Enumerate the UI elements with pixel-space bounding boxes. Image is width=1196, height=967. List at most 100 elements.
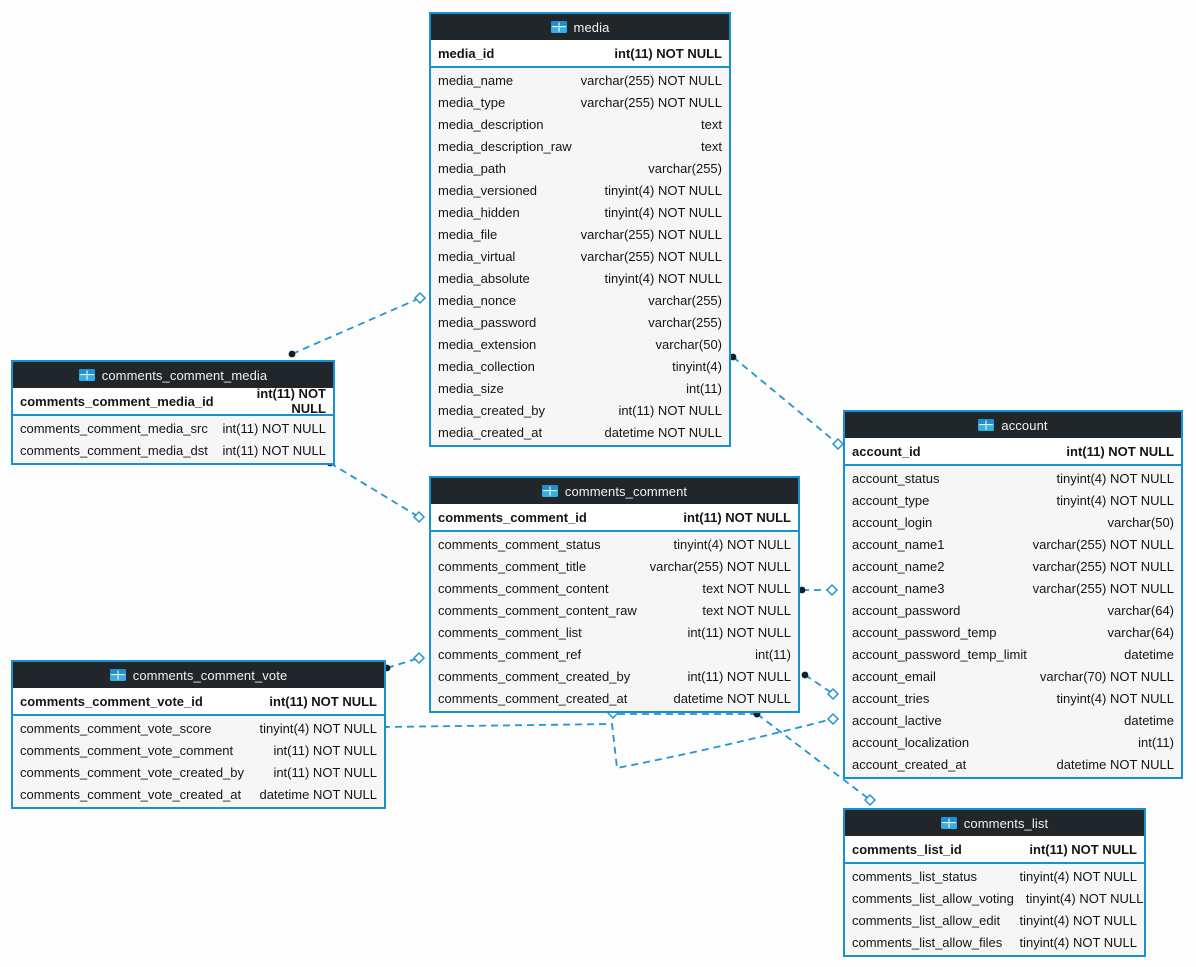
relationship-comment-account-2[interactable]: [801, 671, 840, 701]
column-name: media_id: [438, 45, 495, 61]
column-name: account_password: [852, 602, 961, 618]
column-type: int(11) NOT NULL: [273, 742, 377, 758]
relationship-vote-account[interactable]: [379, 712, 840, 770]
table-header-comments_comment_vote[interactable]: comments_comment_vote: [13, 662, 384, 688]
table-header-comments_comment_media[interactable]: comments_comment_media: [13, 362, 333, 388]
relationship-vote-comment[interactable]: [383, 651, 426, 672]
column-name: account_login: [852, 514, 933, 530]
table-header-media[interactable]: media: [431, 14, 729, 40]
relationship-comment-account[interactable]: [798, 583, 839, 597]
relationship-line[interactable]: [329, 462, 420, 518]
column-type: datetime NOT NULL: [604, 424, 722, 440]
column-type: int(11) NOT NULL: [256, 386, 326, 416]
table-header-comments_list[interactable]: comments_list: [845, 810, 1144, 836]
column-name: media_versioned: [438, 182, 538, 198]
relationship-line[interactable]: [804, 674, 833, 694]
column-name: account_lactive: [852, 712, 942, 728]
column-name: comments_list_status: [852, 868, 977, 884]
table-header-comments_comment[interactable]: comments_comment: [431, 478, 798, 504]
column-name: media_type: [438, 94, 506, 110]
column-row[interactable]: account_lactive datetime: [845, 709, 1181, 731]
column-name: media_created_by: [438, 402, 545, 418]
relationship-line[interactable]: [382, 718, 833, 770]
column-name: comments_comment_vote_score: [20, 720, 212, 736]
relationship-media-account[interactable]: [729, 353, 845, 451]
relationship-line[interactable]: [386, 657, 420, 669]
relationship-ccm-media[interactable]: [288, 291, 427, 358]
column-name: account_id: [852, 443, 921, 459]
relationship-line[interactable]: [732, 356, 839, 445]
table-icon: [109, 669, 126, 681]
relationship-ccm-comment[interactable]: [326, 459, 426, 524]
table-header-account[interactable]: account: [845, 412, 1181, 438]
column-type: datetime: [1124, 712, 1174, 728]
relationship-line[interactable]: [291, 297, 421, 355]
column-name: comments_comment_media_dst: [20, 442, 208, 458]
column-type: varchar(255) NOT NULL: [580, 226, 722, 242]
